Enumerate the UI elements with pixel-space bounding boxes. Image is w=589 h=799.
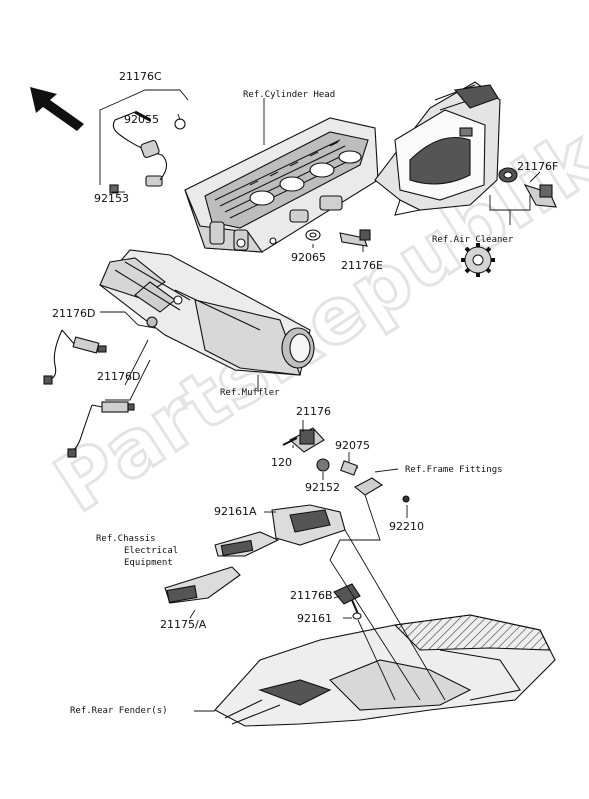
- part-number-92152: 92152: [305, 481, 340, 494]
- sensor-21176e-drawing: [305, 229, 371, 247]
- ref-chassis-line2: Electrical: [124, 546, 179, 556]
- part-number-92055: 92055: [124, 113, 159, 126]
- part-number-21176b: 21176B: [290, 589, 333, 602]
- ref-chassis-line3: Equipment: [124, 558, 173, 568]
- bracket-92161a-drawing: [214, 504, 346, 557]
- part-number-21176e: 21176E: [341, 259, 383, 272]
- ref-frame-fittings: Ref.Frame Fittings: [405, 465, 503, 475]
- part-number-21175a: 21175/A: [160, 618, 207, 631]
- module-21175a-drawing: [164, 566, 241, 604]
- sensor-21176c-drawing: [109, 110, 186, 194]
- cylinder-head-drawing: [184, 117, 379, 253]
- sensor-21176f-drawing: [498, 167, 557, 208]
- sensor-21176b-drawing: [333, 583, 362, 620]
- part-number-92075: 92075: [335, 439, 370, 452]
- rear-fender-drawing: [214, 614, 556, 727]
- part-number-120: 120: [271, 456, 292, 469]
- ref-muffler: Ref.Muffler: [220, 388, 280, 398]
- air-cleaner-drawing: [374, 81, 501, 216]
- part-number-21176d-lower: 21176D: [97, 370, 141, 383]
- part-number-92161: 92161: [297, 612, 332, 625]
- ref-chassis-line1: Ref.Chassis: [96, 534, 156, 544]
- part-number-92210: 92210: [389, 520, 424, 533]
- part-number-92065: 92065: [291, 251, 326, 264]
- muffler-drawing: [99, 249, 315, 376]
- sensor-21176-drawing: [282, 427, 410, 503]
- part-number-92161a: 92161A: [214, 505, 257, 518]
- leader-lines: [99, 89, 541, 712]
- part-number-21176: 21176: [296, 405, 331, 418]
- sensor-21176d-drawing: [43, 329, 135, 458]
- gear-icon: [461, 243, 495, 277]
- ref-air-cleaner: Ref.Air Cleaner: [432, 235, 514, 245]
- part-number-92153: 92153: [94, 192, 129, 205]
- ref-rear-fender: Ref.Rear Fender(s): [70, 706, 168, 716]
- part-number-21176c: 21176C: [119, 70, 162, 83]
- part-number-21176d-upper: 21176D: [52, 307, 96, 320]
- ref-cylinder-head: Ref.Cylinder Head: [243, 90, 336, 100]
- front-direction-arrow-icon: [30, 87, 84, 131]
- part-number-21176f: 21176F: [517, 160, 559, 173]
